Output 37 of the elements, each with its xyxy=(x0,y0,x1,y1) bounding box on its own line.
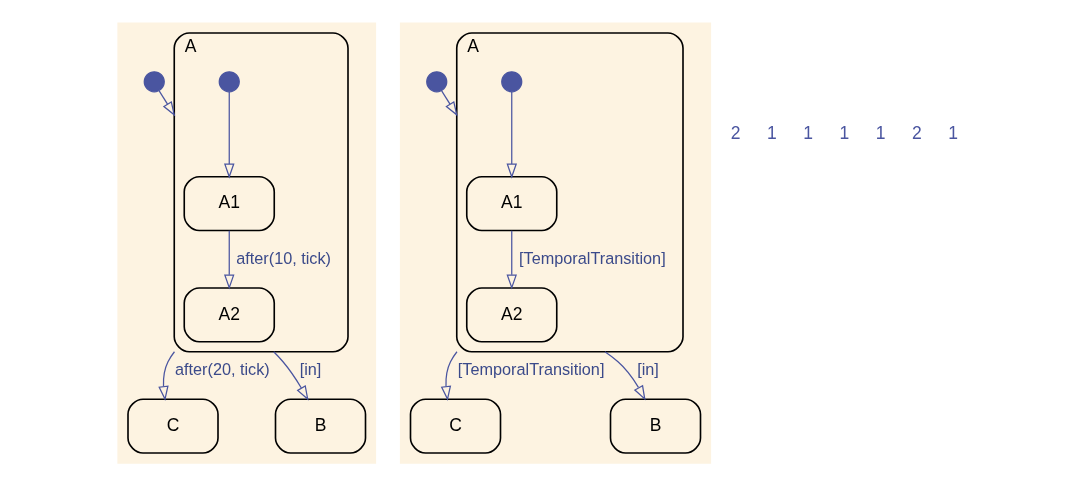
label: 2 xyxy=(730,122,740,143)
node-box: B xyxy=(609,398,701,454)
label: 1 xyxy=(947,122,958,143)
label: 1 xyxy=(838,122,849,143)
node-box: C xyxy=(126,398,219,454)
label: 1 xyxy=(802,122,813,143)
edge-label: [in] xyxy=(636,359,659,378)
arrow xyxy=(223,230,234,290)
arrow xyxy=(440,351,458,401)
node-box: C xyxy=(409,398,501,454)
cluster xyxy=(116,22,376,464)
arrow xyxy=(272,351,309,401)
node-box: A1 xyxy=(465,175,558,232)
edge-label: [TemporalTransition] xyxy=(518,248,666,267)
node-box: A2 xyxy=(182,287,275,343)
label: 1 xyxy=(766,122,777,143)
node-circle xyxy=(143,71,165,93)
node-box: A1 xyxy=(182,175,275,232)
edge-label: after(10, tick) xyxy=(235,248,331,267)
arrow xyxy=(506,230,517,290)
arrow xyxy=(440,90,458,117)
cluster xyxy=(399,22,711,464)
edge-label: [in] xyxy=(299,359,321,378)
edge-label: [TemporalTransition] xyxy=(457,359,604,378)
node-circle xyxy=(218,71,240,93)
arrow xyxy=(506,91,517,179)
arrow xyxy=(157,351,175,401)
edge-label: after(20, tick) xyxy=(174,359,270,378)
arrow xyxy=(603,351,646,401)
arrow xyxy=(158,90,175,117)
node-circle xyxy=(500,71,522,93)
node-box: A2 xyxy=(465,287,558,343)
node-circle xyxy=(425,71,447,93)
node-box: B xyxy=(274,398,366,454)
label: 2 xyxy=(911,122,922,143)
arrow xyxy=(223,91,234,179)
label: 1 xyxy=(875,122,885,143)
